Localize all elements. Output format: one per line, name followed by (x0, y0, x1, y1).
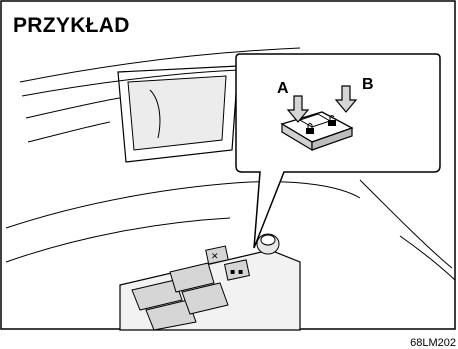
door-edge-line (360, 180, 452, 268)
callout-bubble (236, 54, 440, 248)
door-trim-line (28, 122, 110, 142)
armrest-contour (6, 182, 360, 228)
armrest-contour (6, 218, 230, 262)
mirror-knob-top (261, 235, 275, 245)
figure-code: 68LM202 (410, 337, 456, 349)
door-edge-line (400, 236, 455, 280)
figure-title: PRZYKŁAD (13, 14, 130, 38)
door-lock-symbol: ▪ ▪ (230, 267, 243, 276)
label-b: B (362, 76, 374, 94)
door-handle-inner (128, 76, 226, 150)
door-trim-line (26, 98, 120, 118)
label-a: A (277, 80, 289, 98)
window-lock-symbol: ✕ (211, 252, 219, 262)
